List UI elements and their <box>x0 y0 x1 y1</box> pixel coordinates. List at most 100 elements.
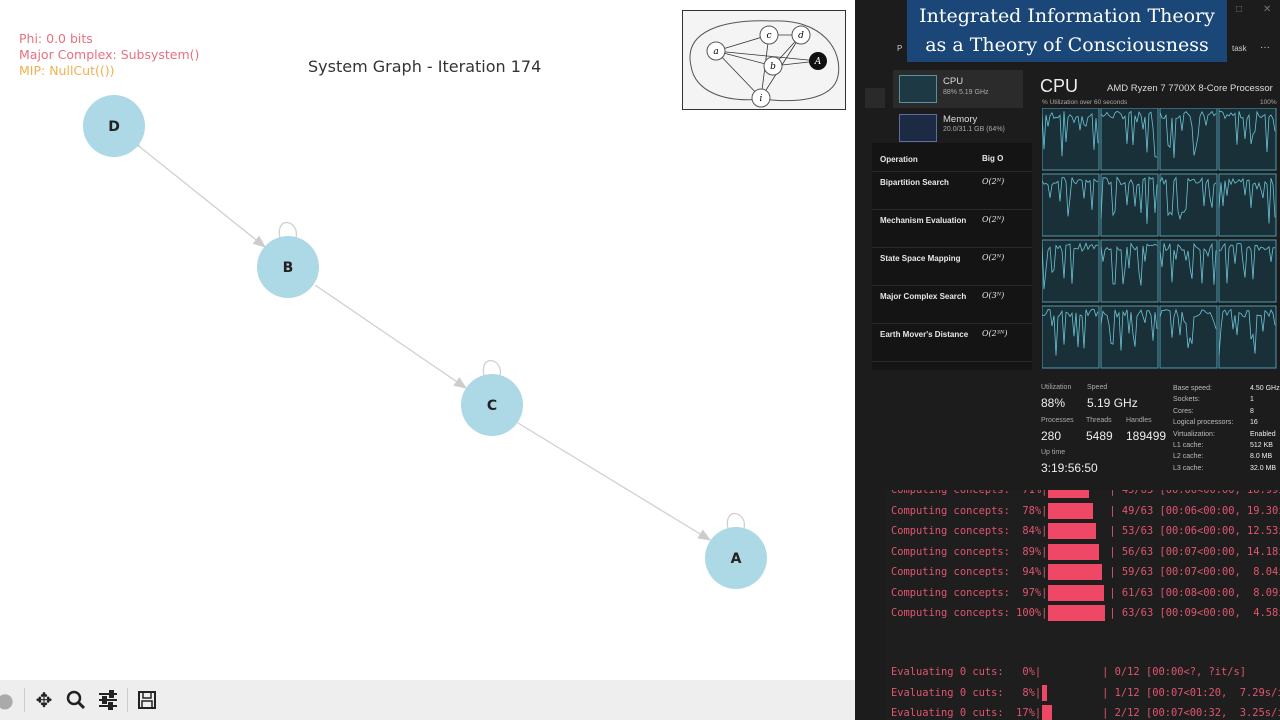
node-A <box>705 527 767 589</box>
spec-value: 1 <box>1250 396 1254 404</box>
inset-node-b: b <box>770 62 776 72</box>
core-usage-line <box>1218 177 1276 224</box>
node-label: B <box>283 260 294 276</box>
inset-node-d: d <box>798 31 804 41</box>
core-usage-line <box>1218 242 1276 284</box>
core-usage-line <box>1218 308 1276 356</box>
progress-line: Computing concepts: 100%|| 63/63 [00:09<… <box>891 605 1280 621</box>
spec-value: 8 <box>1250 407 1254 415</box>
processes-value: 280 <box>1041 429 1062 443</box>
operation-cell: Major Complex Search <box>880 292 967 301</box>
core-graph <box>1042 173 1100 237</box>
self-loop-a <box>725 512 745 542</box>
pan-icon[interactable]: ✥ <box>35 688 53 712</box>
progress-line: Evaluating 0 cuts: 17%|| 2/12 [00:07<00:… <box>891 705 1280 720</box>
phi-text: Phi: 0.0 bits <box>19 31 93 46</box>
core-graph <box>1100 108 1159 171</box>
core-usage-line <box>1042 177 1099 217</box>
utilization-value: 88% <box>1041 396 1066 410</box>
edge-d-b <box>127 135 267 248</box>
spec-value: 8.0 MB <box>1250 453 1273 461</box>
tab-partial[interactable]: P <box>897 44 903 53</box>
edge-b-c <box>314 284 468 389</box>
core-usage-line <box>1042 242 1099 290</box>
core-graph <box>1159 239 1218 303</box>
progress-label: Evaluating 0 cuts: 0% <box>891 666 1035 678</box>
progress-bar <box>1048 605 1106 621</box>
core-usage-line <box>1100 176 1158 224</box>
processes-label: Processes <box>1041 417 1074 424</box>
save-icon[interactable] <box>134 687 160 713</box>
sidebar-item-memory[interactable]: Memory 20.0/31.1 GB (64%) <box>893 112 1023 142</box>
complexity-cell: O(3ᴺ) <box>982 291 1005 300</box>
progress-bar <box>1042 705 1052 720</box>
node-label: D <box>108 119 120 135</box>
spec-label: Virtualization: <box>1173 430 1215 438</box>
nav-icon[interactable] <box>865 88 885 108</box>
progress-tail: | 45/63 [00:06<00:00, 18.99it/s] <box>1109 490 1280 496</box>
sidebar-item-cpu[interactable]: CPU 88% 5.19 GHz <box>893 70 1023 108</box>
complexity-cell: O(2ᴺ) <box>982 177 1005 186</box>
cpu-thumbnail <box>899 75 937 103</box>
major-complex-text: Major Complex: Subsystem() <box>19 47 200 62</box>
progress-label: Computing concepts: 94% <box>891 566 1042 578</box>
spec-value: 4.50 GHz <box>1250 385 1280 392</box>
progress-line: Evaluating 0 cuts: 8%|| 1/12 [00:07<01:2… <box>891 684 1280 701</box>
inset-node-i: i <box>760 94 763 104</box>
spec-value: 16 <box>1250 419 1258 427</box>
progress-line: Computing concepts: 84%|| 53/63 [00:06<0… <box>891 523 1280 539</box>
graph-max: 100% <box>1260 99 1277 106</box>
progress-label: Evaluating 0 cuts: 8% <box>891 686 1035 699</box>
terminal-output: Computing concepts: 71%|| 45/63 [00:06<0… <box>885 490 1280 720</box>
complexity-cell: O(2³ᴺ) <box>982 329 1008 338</box>
self-loop-c <box>481 359 501 389</box>
spec-label: L1 cache: <box>1173 442 1204 449</box>
plot-title: System Graph - Iteration 174 <box>308 57 542 76</box>
configure-icon[interactable] <box>95 687 121 713</box>
complexity-cell: O(2ᴺ) <box>982 215 1005 224</box>
core-usage-line <box>1042 308 1099 356</box>
progress-tail: | 59/63 [00:07<00:00, 8.04it/s] <box>1109 566 1280 578</box>
core-graph <box>1218 239 1277 303</box>
progress-label: Computing concepts: 71% <box>891 490 1042 496</box>
zoom-icon[interactable] <box>63 687 89 713</box>
progress-bar <box>1048 543 1100 560</box>
operation-cell: Bipartition Search <box>880 178 949 187</box>
inset-node-A: A <box>814 57 822 67</box>
progress-tail: | 1/12 [00:07<01:20, 7.29s/it] <box>1102 686 1280 699</box>
progress-tail: | 53/63 [00:06<00:00, 12.53it/s] <box>1109 525 1280 537</box>
back-icon[interactable]: ● <box>0 688 14 712</box>
progress-bar <box>1048 564 1102 580</box>
node-C <box>461 374 523 436</box>
core-usage-line <box>1100 110 1158 158</box>
maximize-icon[interactable]: □ <box>1236 4 1243 15</box>
core-usage-line <box>1159 110 1217 159</box>
core-graph <box>1042 108 1100 171</box>
core-usage-line <box>1100 309 1158 351</box>
progress-tail: | 61/63 [00:08<00:00, 8.09it/s] <box>1109 586 1280 599</box>
spec-label: Cores: <box>1173 407 1194 415</box>
graph-label: % Utilization over 60 seconds <box>1042 99 1128 106</box>
progress-bar <box>1048 523 1097 539</box>
core-usage-line <box>1042 111 1099 157</box>
cpu-name: AMD Ryzen 7 7700X 8-Core Processor <box>1107 83 1273 94</box>
utilization-label: Utilization <box>1041 384 1072 391</box>
core-graph <box>1100 239 1159 303</box>
core-usage-line <box>1159 242 1217 285</box>
spec-value: 32.0 MB <box>1250 464 1277 472</box>
sidebar-label: CPU <box>943 76 964 87</box>
more-button[interactable]: ··· <box>1260 42 1270 53</box>
close-icon[interactable]: ✕ <box>1263 4 1272 15</box>
title-banner: Integrated Information Theory as a Theor… <box>907 0 1227 62</box>
progress-bar <box>1048 584 1104 601</box>
spec-label: L2 cache: <box>1173 453 1204 461</box>
inset-node-a: a <box>713 47 718 57</box>
sidebar-detail: 20.0/31.1 GB (64%) <box>943 126 1005 133</box>
node-B <box>257 236 319 298</box>
threads-value: 5489 <box>1086 429 1113 443</box>
progress-line: Computing concepts: 78%|| 49/63 [00:06<0… <box>891 502 1280 519</box>
run-task-button[interactable]: task <box>1232 44 1247 53</box>
progress-bar <box>1042 684 1047 701</box>
